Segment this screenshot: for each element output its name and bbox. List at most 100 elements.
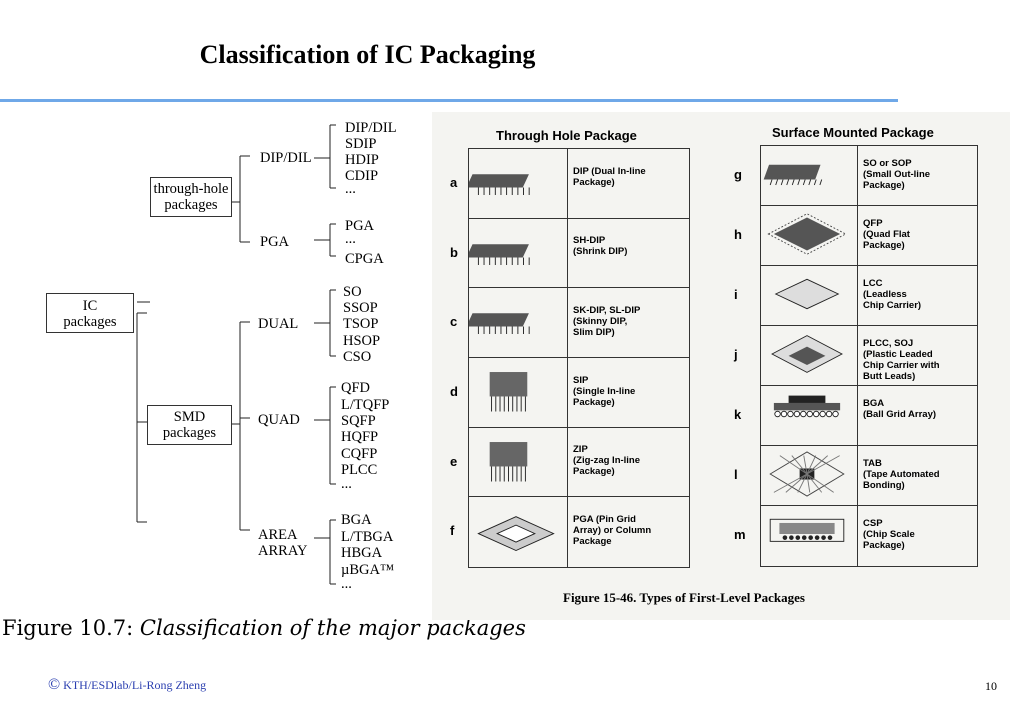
surface-row-h: QFP (Quad Flat Package) [761, 206, 977, 266]
surface-image-j [761, 326, 858, 385]
surface-letter-g: g [734, 167, 742, 182]
leaf-area-more: ... [341, 576, 352, 592]
leaf-cqfp: CQFP [341, 446, 378, 462]
leaf-cdip: CDIP [345, 168, 379, 184]
surface-letter-k: k [734, 407, 742, 422]
leaf-pga-more: ... [345, 231, 356, 247]
through-hole-image-e [469, 427, 568, 497]
through-hole-desc-e: ZIP (Zig-zag In-line Package) [573, 444, 641, 478]
footer: © KTH/ESDlab/Li-Rong Zheng [48, 676, 206, 694]
through-hole-image-f [469, 497, 568, 567]
leaf-ubga: µBGA™ [341, 562, 395, 578]
leaf-hbga: HBGA [341, 545, 383, 561]
through-hole-row-c: SK-DIP, SL-DIP (Skinny DIP, Slim DIP) [466, 288, 689, 358]
leaf-quad-more: ... [341, 476, 352, 492]
surface-row-m: CSP (Chip Scale Package) [761, 506, 977, 566]
surface-image-i [761, 266, 858, 325]
surface-image-l [761, 446, 858, 505]
surface-desc-k: BGA (Ball Grid Array) [863, 398, 937, 420]
surface-letter-l: l [734, 467, 738, 482]
through-hole-row-a: DIP (Dual In-line Package) [466, 149, 689, 219]
leaf-dip-dil: DIP/DIL [345, 120, 397, 136]
leaf-dip-more: ... [345, 181, 356, 197]
leaf-hdip: HDIP [345, 152, 379, 168]
surface-image-k [761, 386, 858, 445]
through-hole-image-b [466, 218, 568, 288]
surface-letter-m: m [734, 527, 746, 542]
leaf-hqfp: HQFP [341, 429, 379, 445]
leaf-so: SO [343, 284, 362, 300]
through-hole-letter-a: a [450, 174, 458, 190]
through-hole-letter-d: d [450, 383, 458, 399]
leaf-tsop: TSOP [343, 316, 379, 332]
surface-letter-j: j [734, 347, 738, 362]
surface-row-l: TAB (Tape Automated Bonding) [761, 446, 977, 506]
through-hole-row-d: SIP (Single In-line Package) [469, 358, 689, 428]
leaf-bga: BGA [341, 512, 372, 528]
through-hole-letter-f: f [450, 523, 455, 539]
tree-caption: Figure 10.7: Classification of the major… [2, 616, 526, 640]
surface-row-g: SO or SOP (Small Out-line Package) [761, 146, 977, 206]
dual-group-label: DUAL [258, 316, 299, 332]
through-hole-letter-e: e [450, 453, 458, 469]
through-hole-image-d [469, 358, 568, 427]
surface-row-j: PLCC, SOJ (Plastic Leaded Chip Carrier w… [761, 326, 977, 386]
through-hole-letter-c: c [450, 314, 458, 330]
through-hole-desc-b: SH-DIP (Shrink DIP) [573, 235, 628, 258]
surface-letter-h: h [734, 227, 742, 242]
leaf-cso: CSO [343, 349, 372, 365]
leaf-ssop: SSOP [343, 300, 378, 316]
through-hole-row-f: PGA (Pin Grid Array) or Column Package [469, 497, 689, 567]
through-hole-desc-c: SK-DIP, SL-DIP (Skinny DIP, Slim DIP) [573, 305, 641, 339]
through-hole-image-a [466, 149, 568, 218]
leaf-sqfp: SQFP [341, 413, 376, 429]
through-hole-desc-d: SIP (Single In-line Package) [573, 374, 636, 408]
surface-letter-i: i [734, 287, 738, 302]
footer-text: KTH/ESDlab/Li-Rong Zheng [63, 678, 207, 692]
area-array-group-label: AREA ARRAY [258, 527, 308, 559]
through-hole-header: Through Hole Package [496, 128, 637, 143]
leaf-cpga: CPGA [345, 251, 384, 267]
surface-desc-j: PLCC, SOJ (Plastic Leaded Chip Carrier w… [863, 338, 940, 382]
through-hole-row-b: SH-DIP (Shrink DIP) [466, 218, 689, 289]
leaf-sdip: SDIP [345, 136, 377, 152]
surface-row-k: BGA (Ball Grid Array) [761, 386, 977, 446]
surface-desc-h: QFP (Quad Flat Package) [863, 218, 910, 251]
through-hole-node: through-hole packages [150, 177, 232, 217]
leaf-l-tbga: L/TBGA [341, 529, 394, 545]
leaf-l-tqfp: L/TQFP [341, 397, 390, 413]
pga-group-label: PGA [260, 234, 290, 250]
tree-caption-prefix: Figure 10.7: [2, 616, 134, 640]
figure-caption: Figure 15-46. Types of First-Level Packa… [563, 590, 805, 605]
leaf-pga: PGA [345, 218, 375, 234]
title-divider [0, 99, 898, 102]
surface-mounted-header: Surface Mounted Package [772, 125, 934, 140]
through-hole-letter-b: b [450, 244, 458, 260]
copyright-icon: © [48, 676, 61, 693]
surface-row-i: LCC (Leadless Chip Carrier) [761, 266, 977, 326]
surface-image-g [761, 146, 858, 205]
through-hole-row-e: ZIP (Zig-zag In-line Package) [469, 427, 689, 498]
surface-desc-m: CSP (Chip Scale Package) [863, 518, 915, 551]
package-figure: Through Hole Package Surface Mounted Pac… [432, 112, 1010, 620]
through-hole-desc-a: DIP (Dual In-line Package) [573, 165, 646, 188]
ic-packages-node: IC packages [46, 293, 134, 333]
leaf-plcc: PLCC [341, 462, 378, 478]
surface-mounted-grid: SO or SOP (Small Out-line Package) QFP (Q… [760, 145, 978, 567]
surface-desc-l: TAB (Tape Automated Bonding) [863, 458, 940, 491]
through-hole-grid: DIP (Dual In-line Package) SH-DIP (Shrink… [466, 148, 690, 568]
smd-node: SMD packages [147, 405, 232, 445]
page-title: Classification of IC Packaging [199, 40, 536, 69]
through-hole-image-c [466, 288, 568, 357]
leaf-qfd: QFD [341, 380, 371, 396]
tree-connectors [136, 124, 336, 585]
surface-image-m [761, 506, 858, 566]
quad-group-label: QUAD [258, 412, 300, 428]
through-hole-desc-f: PGA (Pin Grid Array) or Column Package [573, 514, 652, 548]
page-number: 10 [985, 679, 997, 693]
dip-group-label: DIP/DIL [260, 150, 312, 166]
leaf-hsop: HSOP [343, 333, 381, 349]
tree-caption-text: Classification of the major packages [139, 616, 526, 640]
surface-image-h [761, 206, 858, 265]
surface-desc-g: SO or SOP (Small Out-line Package) [863, 158, 931, 191]
